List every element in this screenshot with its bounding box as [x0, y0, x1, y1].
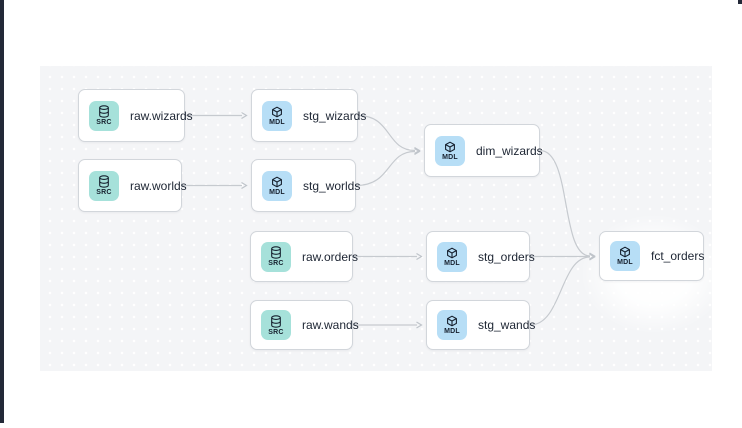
node-fct-orders[interactable]: MDL fct_orders [599, 231, 704, 281]
mdl-badge: MDL [437, 310, 467, 340]
node-label: raw.wizards [130, 108, 193, 123]
src-badge: SRC [89, 100, 119, 131]
mdl-badge: MDL [262, 100, 292, 131]
node-label: stg_orders [478, 249, 535, 264]
mdl-badge: MDL [437, 241, 467, 272]
node-label: stg_wizards [303, 108, 367, 123]
cube-icon [271, 176, 283, 188]
node-stg-worlds[interactable]: MDL stg_worlds [251, 159, 360, 212]
node-stg-wands[interactable]: MDL stg_wands [426, 300, 535, 350]
badge-label: MDL [617, 259, 633, 266]
node-label: raw.worlds [130, 178, 187, 193]
node-label: raw.wands [302, 318, 359, 332]
database-icon [98, 105, 110, 118]
badge-label: MDL [269, 188, 285, 196]
badge-label: MDL [442, 153, 458, 161]
src-badge: SRC [261, 310, 291, 340]
src-badge: SRC [89, 170, 119, 201]
node-raw-orders[interactable]: SRC raw.orders [250, 231, 358, 282]
window-edge-corner [738, 0, 742, 4]
window-edge-left [0, 0, 4, 423]
badge-label: MDL [444, 259, 460, 267]
mdl-badge: MDL [610, 241, 640, 271]
cube-icon [444, 141, 456, 153]
node-raw-worlds[interactable]: SRC raw.worlds [78, 159, 187, 212]
badge-label: SRC [96, 119, 112, 126]
badge-label: MDL [444, 328, 460, 335]
cube-icon [446, 247, 458, 259]
cube-icon [619, 246, 631, 258]
node-label: dim_wizards [476, 143, 543, 158]
badge-label: MDL [269, 118, 285, 126]
node-raw-wands[interactable]: SRC raw.wands [250, 300, 359, 350]
mdl-badge: MDL [435, 135, 465, 166]
badge-label: SRC [268, 260, 284, 267]
database-icon [98, 175, 110, 188]
node-label: stg_worlds [303, 178, 361, 193]
cube-icon [446, 315, 458, 327]
node-label: fct_orders [651, 249, 705, 263]
badge-label: SRC [268, 328, 284, 336]
node-stg-wizards[interactable]: MDL stg_wizards [251, 89, 366, 142]
database-icon [270, 246, 282, 259]
cube-icon [271, 106, 283, 118]
database-icon [270, 314, 282, 328]
src-badge: SRC [261, 241, 291, 272]
node-label: raw.orders [302, 249, 359, 264]
node-stg-orders[interactable]: MDL stg_orders [426, 231, 535, 282]
node-raw-wizards[interactable]: SRC raw.wizards [78, 89, 193, 142]
mdl-badge: MDL [262, 170, 292, 201]
node-label: stg_wands [478, 318, 536, 332]
node-dim-wizards[interactable]: MDL dim_wizards [424, 124, 543, 177]
badge-label: SRC [96, 189, 112, 196]
